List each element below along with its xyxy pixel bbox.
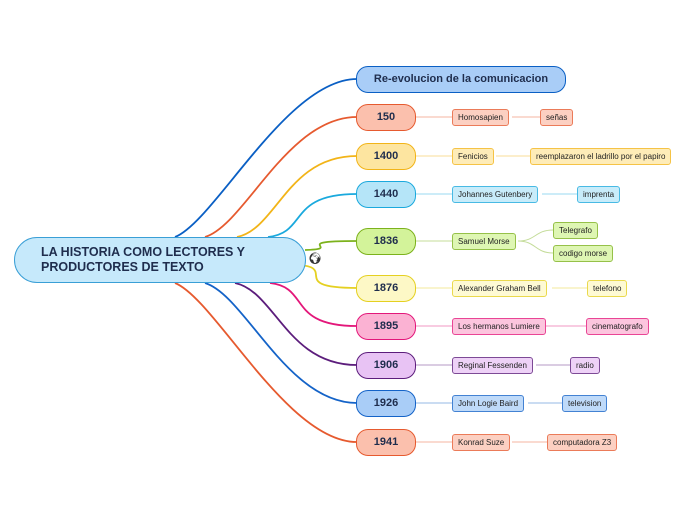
branch-node[interactable]: 1926 xyxy=(356,389,416,417)
branch-node-label: Re-evolucion de la comunicacion xyxy=(373,73,549,85)
detail-node-label: codigo morse xyxy=(559,248,608,258)
detail-node[interactable]: telefono xyxy=(587,279,628,297)
branch-node[interactable]: 1906 xyxy=(356,351,416,379)
branch-node[interactable]: Re-evolucion de la comunicacion xyxy=(356,65,566,93)
root-topic-label: LA HISTORIA COMO LECTORES Y PRODUCTORES … xyxy=(41,245,245,274)
subtopic-node-label: Homosapien xyxy=(458,112,503,122)
branch-node-label: 1440 xyxy=(373,188,399,200)
branch-connector xyxy=(234,282,358,366)
branch-node[interactable]: 150 xyxy=(356,103,416,131)
detail-node[interactable]: Telegrafo xyxy=(553,221,598,239)
detail-node-label: reemplazaron el ladrillo por el papiro xyxy=(536,151,666,161)
subtopic-node-label: Reginal Fessenden xyxy=(458,360,527,370)
root-topic[interactable]: LA HISTORIA COMO LECTORES Y PRODUCTORES … xyxy=(14,237,306,283)
subtopic-node-label: Fenicios xyxy=(458,151,488,161)
branch-connector xyxy=(304,240,358,251)
branch-connector xyxy=(236,155,358,238)
subtopic-node[interactable]: Homosapien xyxy=(452,108,509,126)
branch-node-label: 1400 xyxy=(373,150,399,162)
subtopic-node-label: Los hermanos Lumiere xyxy=(458,321,540,331)
subtopic-node-label: Johannes Gutenbery xyxy=(458,189,533,199)
detail-node-label: computadora Z3 xyxy=(553,437,612,447)
branch-connector xyxy=(297,264,358,289)
subtopic-node-label: Alexander Graham Bell xyxy=(458,283,541,293)
branch-node-label: 1836 xyxy=(373,235,399,247)
detail-node[interactable]: señas xyxy=(540,108,574,126)
detail-node-label: imprenta xyxy=(583,189,615,199)
branch-connector xyxy=(204,116,358,238)
branch-node-label: 1926 xyxy=(373,397,399,409)
subtopic-node-label: Konrad Suze xyxy=(458,437,505,447)
detail-node[interactable]: reemplazaron el ladrillo por el papiro xyxy=(530,147,672,165)
subtopic-node-label: Samuel Morse xyxy=(458,236,510,246)
branch-node[interactable]: 1440 xyxy=(356,180,416,208)
detail-node[interactable]: cinematografo xyxy=(586,317,649,335)
branch-node[interactable]: 1836 xyxy=(356,227,416,255)
branch-node[interactable]: 1895 xyxy=(356,312,416,340)
leaf-connector xyxy=(517,240,554,254)
subtopic-node[interactable]: John Logie Baird xyxy=(452,394,525,412)
detail-node[interactable]: imprenta xyxy=(577,185,621,203)
subtopic-node-label: John Logie Baird xyxy=(458,398,519,408)
leaf-connector xyxy=(517,229,554,242)
branch-node-label: 1876 xyxy=(373,282,399,294)
branch-connector xyxy=(174,282,358,443)
branch-node-label: 1906 xyxy=(373,359,399,371)
branch-node[interactable]: 1941 xyxy=(356,428,416,456)
subtopic-node[interactable]: Johannes Gutenbery xyxy=(452,185,539,203)
detail-node[interactable]: television xyxy=(562,394,608,412)
branch-node[interactable]: 1876 xyxy=(356,274,416,302)
branch-node-label: 1941 xyxy=(373,436,399,448)
globe-icon: 🌍︎ xyxy=(308,253,322,265)
detail-node-label: Telegrafo xyxy=(559,225,592,235)
branch-connector xyxy=(267,193,358,238)
subtopic-node[interactable]: Samuel Morse xyxy=(452,232,516,250)
subtopic-node[interactable]: Los hermanos Lumiere xyxy=(452,317,546,335)
detail-node-label: cinematografo xyxy=(592,321,643,331)
branch-connector xyxy=(269,282,358,327)
branch-connector xyxy=(204,282,358,404)
detail-node[interactable]: codigo morse xyxy=(553,244,614,262)
subtopic-node[interactable]: Reginal Fessenden xyxy=(452,356,533,374)
detail-node-label: radio xyxy=(576,360,594,370)
branch-connector xyxy=(174,78,358,238)
detail-node[interactable]: computadora Z3 xyxy=(547,433,618,451)
subtopic-node[interactable]: Fenicios xyxy=(452,147,494,165)
detail-node-label: telefono xyxy=(593,283,622,293)
branch-node-label: 150 xyxy=(376,111,396,123)
branch-node[interactable]: 1400 xyxy=(356,142,416,170)
detail-node-label: señas xyxy=(546,112,568,122)
subtopic-node[interactable]: Konrad Suze xyxy=(452,433,511,451)
subtopic-node[interactable]: Alexander Graham Bell xyxy=(452,279,547,297)
detail-node[interactable]: radio xyxy=(570,356,600,374)
detail-node-label: television xyxy=(568,398,602,408)
branch-node-label: 1895 xyxy=(373,320,399,332)
